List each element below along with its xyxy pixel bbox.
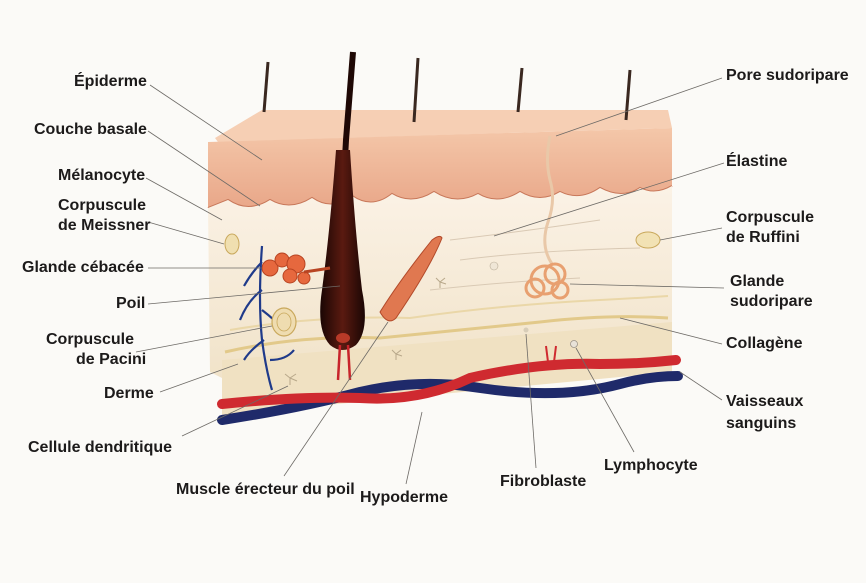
label-ruffini-2: de Ruffini (726, 229, 800, 246)
pacini-corpuscle (272, 308, 296, 336)
label-poil: Poil (116, 295, 145, 312)
hair-shaft-3 (518, 68, 522, 112)
hair-bulb-papilla (336, 333, 350, 343)
label-glande-sudoripare-2: sudoripare (730, 293, 813, 310)
label-elastine: Élastine (726, 151, 787, 170)
label-pore-sudoripare: Pore sudoripare (726, 67, 849, 84)
label-hypoderme: Hypoderme (360, 489, 448, 506)
dermal-cell (490, 262, 498, 270)
label-pacini-2: de Pacini (76, 351, 146, 368)
label-meissner-2: de Meissner (58, 217, 150, 234)
label-meissner-1: Corpuscule (58, 197, 146, 214)
label-derme: Derme (104, 385, 154, 402)
label-couche-basale: Couche basale (34, 121, 147, 138)
label-collagene: Collagène (726, 335, 803, 352)
label-vaisseaux-1: Vaisseaux (726, 393, 804, 410)
meissner-corpuscle (225, 234, 239, 254)
label-lymphocyte: Lymphocyte (604, 457, 698, 474)
hair-shaft-1 (264, 62, 268, 112)
label-glande-sebacee: Glande cébacée (22, 259, 144, 276)
fibroblast-cell (524, 328, 529, 333)
label-vaisseaux-2: sanguins (726, 415, 796, 432)
lymphocyte-cell (571, 341, 578, 348)
label-melanocyte: Mélanocyte (58, 167, 145, 184)
label-fibroblaste: Fibroblaste (500, 473, 586, 490)
label-muscle-erecteur: Muscle érecteur du poil (176, 481, 355, 498)
label-cellule-dendritique: Cellule dendritique (28, 439, 172, 456)
label-ruffini-1: Corpuscule (726, 209, 814, 226)
label-glande-sudoripare-1: Glande (730, 273, 784, 290)
label-pacini-1: Corpuscule (46, 331, 134, 348)
ruffini-corpuscle (636, 232, 660, 248)
label-epiderme: Épiderme (74, 71, 147, 90)
